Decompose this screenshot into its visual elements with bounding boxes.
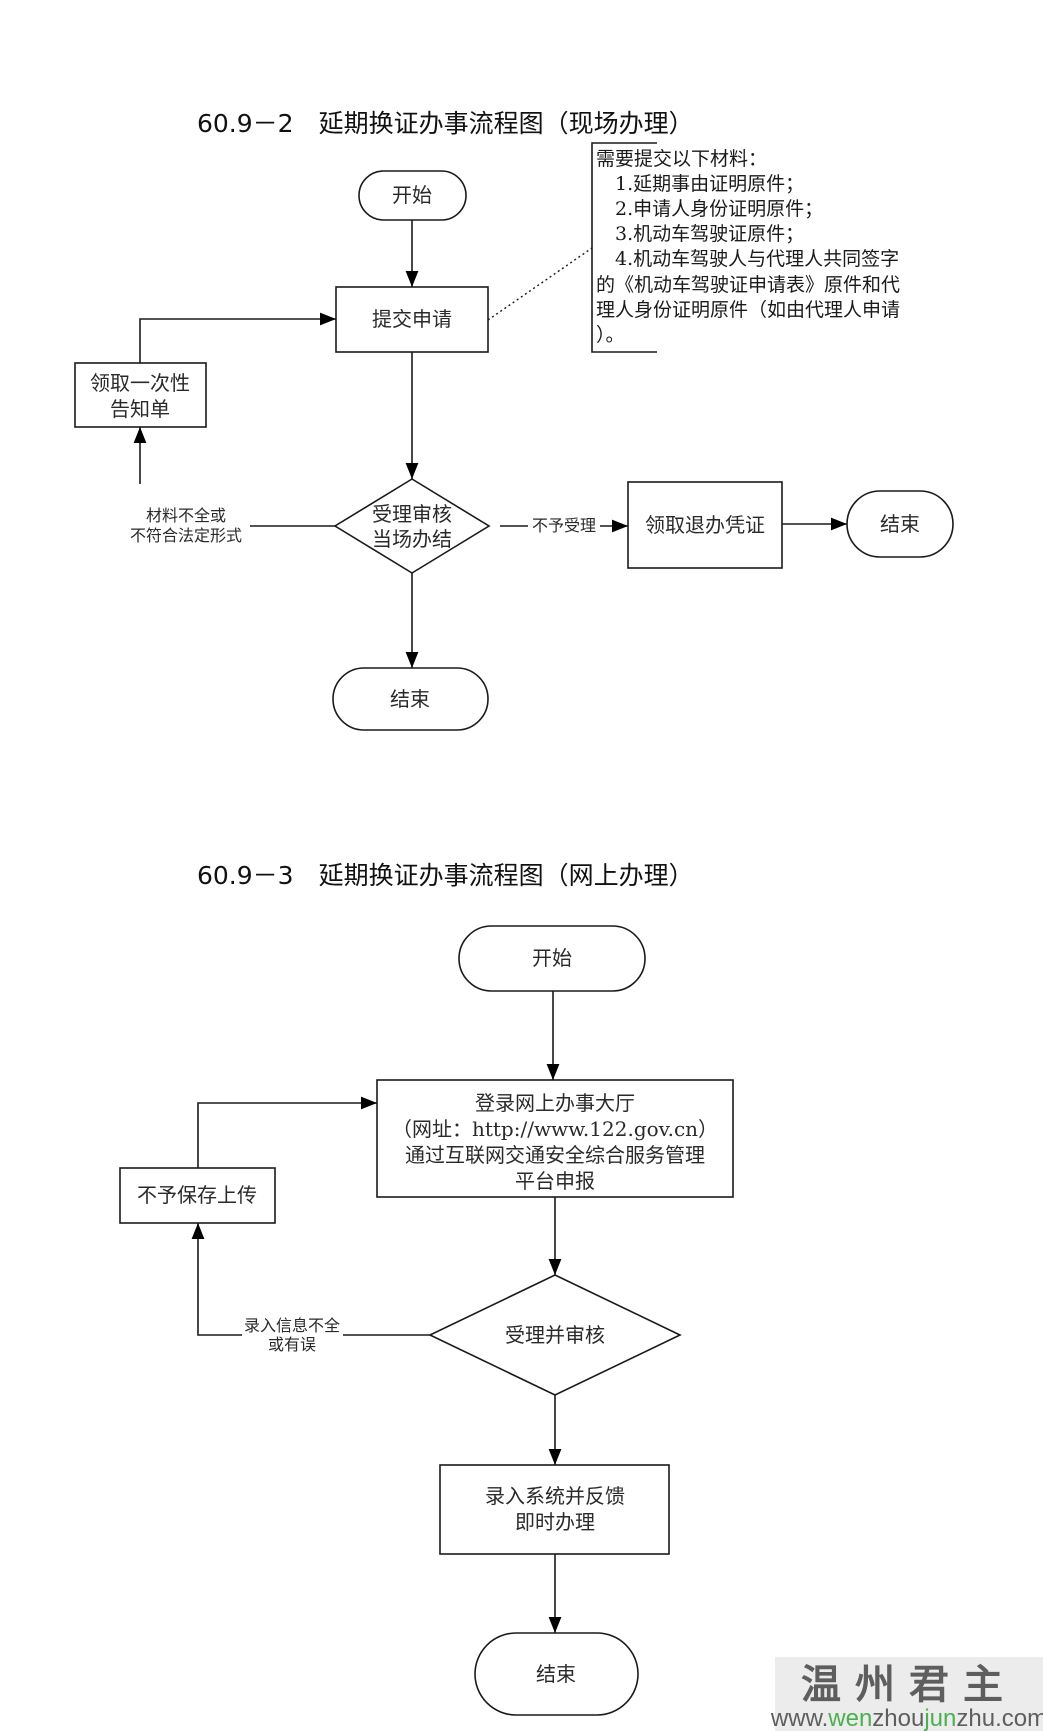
end-right-label: 结束 [880, 512, 920, 536]
reject-condition-line1: 材料不全或 [146, 506, 226, 525]
note-line: 理人身份证明原件（如由代理人申请 [596, 299, 900, 321]
diagram2-title: 60.9－3 延期换证办事流程图（网上办理） [197, 861, 694, 890]
note-line: 的《机动车驾驶证申请表》原件和代 [596, 274, 900, 296]
withdraw-voucher-node: 领取退办凭证 [627, 481, 783, 569]
start2-label: 开始 [532, 946, 572, 970]
diagram1-title: 60.9－2 延期换证办事流程图（现场办理） [197, 109, 694, 138]
online-label-line3: 通过互联网交通安全综合服务管理 [405, 1143, 705, 1167]
end2-capsule [474, 1632, 639, 1716]
watermark-background [775, 1657, 1043, 1731]
diagram-onsite: 60.9－2 延期换证办事流程图（现场办理） 开始 提交申请 需要提交以下材料：… [74, 109, 954, 731]
arrow-notice-to-submit [139, 312, 336, 363]
note-connector [487, 247, 593, 321]
notice-label-line2: 告知单 [110, 397, 170, 421]
error-condition-line1: 录入信息不全 [244, 1316, 340, 1335]
not-saved-label: 不予保存上传 [137, 1183, 257, 1207]
review-diamond [333, 478, 491, 574]
note-line: 需要提交以下材料： [596, 148, 767, 170]
system-box [439, 1464, 670, 1555]
watermark-url-part: zhou [872, 1705, 924, 1731]
watermark-url-part: www. [770, 1705, 828, 1731]
online-label-line1: 登录网上办事大厅 [475, 1091, 635, 1115]
online-box [376, 1079, 734, 1198]
submit-node: 提交申请 [335, 286, 489, 353]
start-label: 开始 [392, 183, 432, 207]
withdraw-voucher-label: 领取退办凭证 [645, 513, 765, 537]
end-bottom-capsule [332, 667, 489, 731]
watermark-url: www.wenzhoujunzhu.com [770, 1705, 1043, 1731]
end-bottom-node: 结束 [332, 667, 489, 731]
start2-node: 开始 [458, 925, 646, 992]
note-bracket [591, 142, 657, 353]
review-label-line1: 受理审核 [372, 502, 452, 526]
system-node: 录入系统并反馈 即时办理 [439, 1464, 670, 1555]
notice-node: 领取一次性 告知单 [74, 362, 207, 428]
notice-label-line1: 领取一次性 [90, 371, 190, 395]
end2-node: 结束 [474, 1632, 639, 1716]
withdraw-voucher-box [627, 481, 783, 569]
arrow-not-saved-to-online [197, 1096, 377, 1168]
watermark-url-part: zhu.com [956, 1705, 1043, 1731]
notice-box [74, 362, 207, 428]
not-saved-node: 不予保存上传 [119, 1167, 276, 1224]
system-label-line2: 即时办理 [515, 1510, 595, 1534]
start2-capsule [458, 925, 646, 992]
note-line: 1.延期事由证明原件； [596, 173, 804, 195]
review-node: 受理审核 当场办结 [333, 478, 491, 574]
watermark-logo-text: 温州君主 [801, 1661, 1017, 1708]
watermark-url-part: wen [827, 1705, 872, 1731]
note-line: 4.机动车驾驶人与代理人共同签字 [596, 248, 899, 270]
not-accepted-label: 不予受理 [532, 516, 596, 535]
diagram-online: 60.9－3 延期换证办事流程图（网上办理） 开始 登录网上办事大厅 （网址：h… [119, 861, 734, 1716]
review-label-line2: 当场办结 [372, 527, 452, 551]
start-node: 开始 [358, 170, 467, 221]
online-node: 登录网上办事大厅 （网址：http://www.122.gov.cn） 通过互联… [376, 1079, 734, 1198]
materials-note: 需要提交以下材料： 1.延期事由证明原件； 2.申请人身份证明原件； 3.机动车… [591, 142, 900, 353]
note-line: 2.申请人身份证明原件； [596, 198, 823, 220]
online-label-line4: 平台申报 [515, 1169, 595, 1193]
end2-label: 结束 [536, 1662, 576, 1686]
end-right-capsule [846, 490, 954, 558]
watermark: 温州君主 www.wenzhoujunzhu.com [770, 1657, 1043, 1731]
review2-node: 受理并审核 [428, 1274, 682, 1396]
not-saved-box [119, 1167, 276, 1224]
submit-box [335, 286, 489, 353]
note-line: ）。 [596, 324, 625, 346]
end-right-node: 结束 [846, 490, 954, 558]
error-condition-line2: 或有误 [268, 1335, 316, 1354]
submit-label: 提交申请 [372, 307, 452, 331]
system-label-line1: 录入系统并反馈 [485, 1484, 625, 1508]
watermark-url-part: jun [923, 1705, 956, 1731]
note-line: 3.机动车驾驶证原件； [596, 223, 804, 245]
reject-condition-line2: 不符合法定形式 [130, 526, 242, 545]
review2-label: 受理并审核 [505, 1323, 605, 1347]
end-bottom-label: 结束 [390, 687, 430, 711]
arrow-condition-to-not-saved [191, 1223, 242, 1336]
online-label-line2: （网址：http://www.122.gov.cn） [392, 1117, 718, 1141]
